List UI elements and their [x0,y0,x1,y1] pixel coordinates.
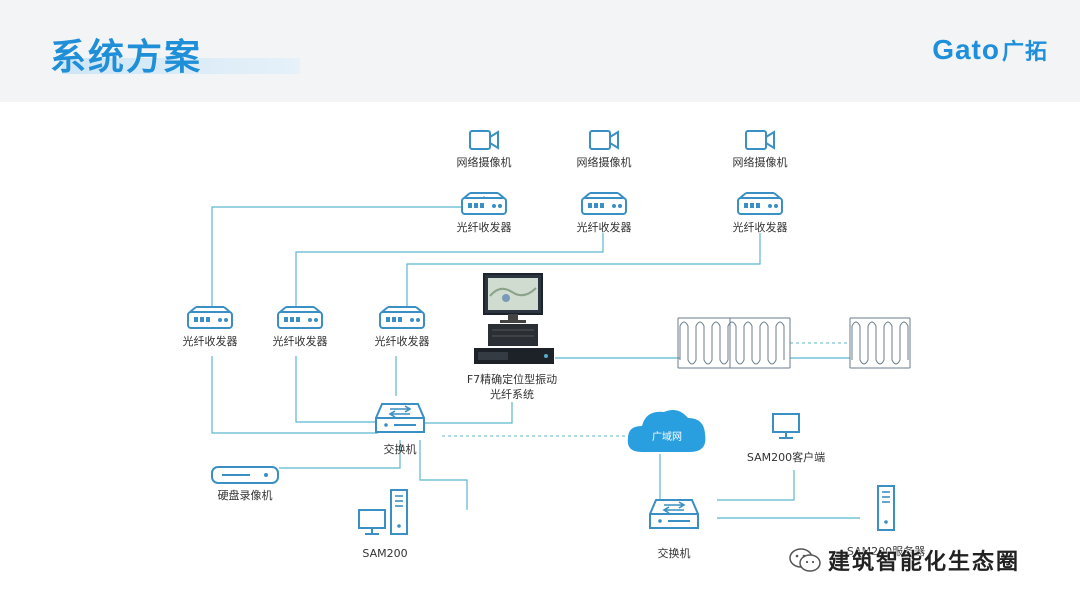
fiber-transceiver-icon [581,192,627,215]
brand-logo: Gato广拓 [932,34,1048,66]
switch-label: 交换机 [383,443,417,456]
wechat-icon [788,547,822,573]
title-underline [62,58,300,74]
fiber-transceiver-icon [379,306,425,329]
transceiver-label: 光纤收发器 [374,335,430,348]
transceiver-label: 光纤收发器 [456,221,512,234]
fiber-transceiver-icon [277,306,323,329]
sam200-client-label: SAM200客户端 [746,451,826,464]
monitor-icon [772,413,800,439]
switch-label: 交换机 [657,547,691,560]
camera-label: 网络摄像机 [732,156,788,169]
f7-host-icon [474,273,554,364]
camera-label: 网络摄像机 [576,156,632,169]
camera-icon [469,130,499,150]
watermark-text: 建筑智能化生态圈 [828,550,1021,575]
transceiver-label: 光纤收发器 [732,221,788,234]
transceiver-label: 光纤收发器 [272,335,328,348]
fiber-transceiver-icon [187,306,233,329]
switch-icon [649,499,699,529]
camera-label: 网络摄像机 [456,156,512,169]
nvr-label: 硬盘录像机 [217,489,273,502]
server-label: SAM200服务器 [846,545,926,558]
fiber-transceiver-icon [737,192,783,215]
f7-system-label-line1: F7精确定位型振动 [466,373,558,386]
camera-icon [589,130,619,150]
watermark: 建筑智能化生态圈 [788,544,1020,576]
logo-brand-text: Gato [932,34,1000,65]
server-tower-icon [877,485,895,531]
transceiver-label: 光纤收发器 [576,221,632,234]
wan-label: 广域网 [652,432,682,443]
page-title: 系统方案 [50,37,203,78]
transceiver-label: 光纤收发器 [182,335,238,348]
wan-cloud-icon [627,410,706,452]
server-tower-icon [390,489,408,535]
camera-icon [745,130,775,150]
f7-system-label-line2: 光纤系统 [490,388,534,401]
header-bar: 系统方案 Gato广拓 [0,0,1080,102]
sam200-label: SAM200 [362,547,408,560]
logo-cn-text: 广拓 [1001,39,1048,64]
fiber-fence [677,317,911,369]
switch-icon [375,403,425,433]
monitor-icon [358,509,386,535]
nvr-icon [211,466,279,484]
